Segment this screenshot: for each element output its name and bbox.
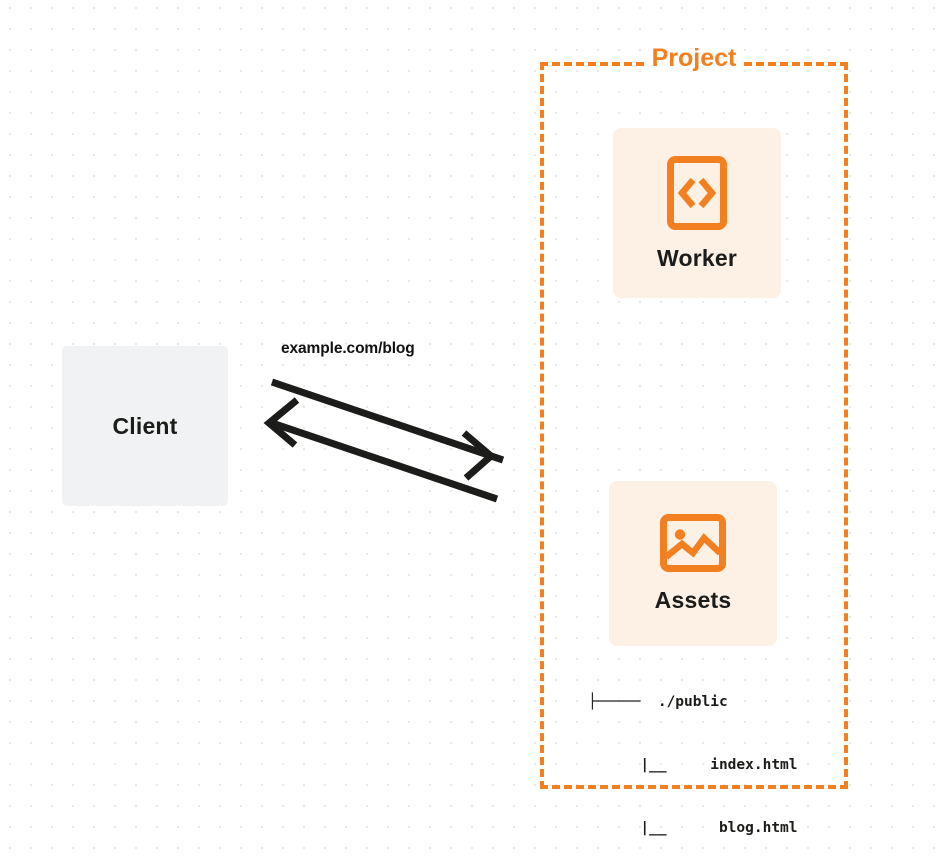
project-container: Project	[540, 44, 848, 789]
assets-label: Assets	[654, 587, 732, 613]
worker-label: Worker	[656, 244, 738, 271]
image-icon	[660, 514, 726, 572]
worker-node[interactable]: Worker	[613, 128, 781, 298]
client-node[interactable]: Client	[62, 346, 228, 506]
client-label: Client	[112, 412, 178, 439]
assets-file-tree: ├───── ./public |__ index.html |__ blog.…	[588, 650, 798, 860]
project-title: Project	[644, 44, 744, 73]
file-tree-line: ├───── ./public	[588, 694, 728, 710]
edge-label: example.com/blog	[281, 340, 415, 357]
code-brackets-icon	[667, 155, 727, 230]
file-tree-line: |__ blog.html	[588, 820, 798, 836]
assets-node[interactable]: Assets	[609, 481, 777, 646]
file-tree-line: |__ index.html	[588, 757, 798, 773]
arrow-to-client	[263, 378, 505, 464]
bidirectional-connector	[263, 378, 505, 503]
arrow-to-project	[270, 419, 499, 503]
